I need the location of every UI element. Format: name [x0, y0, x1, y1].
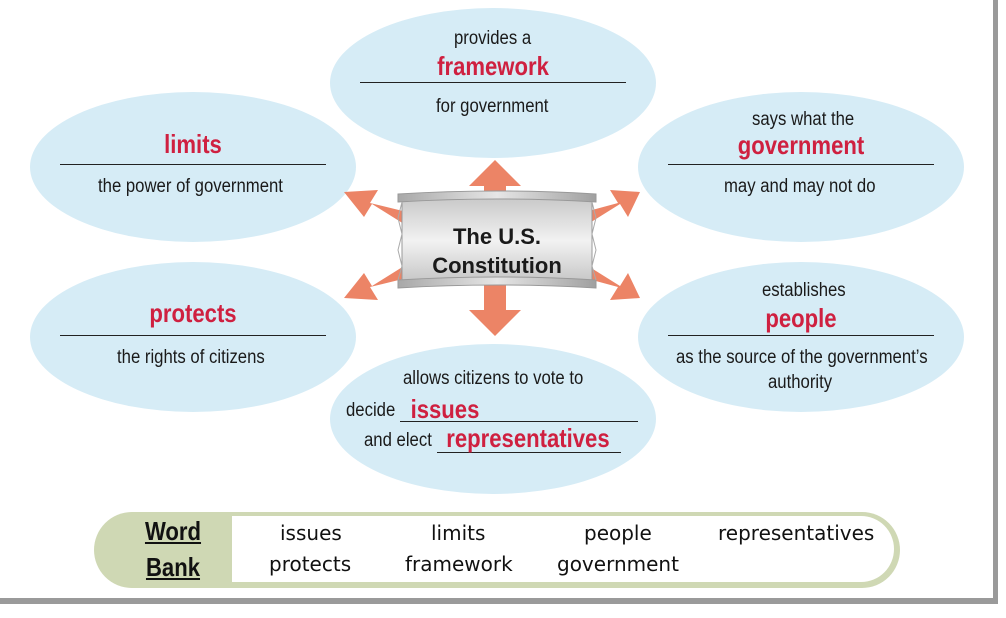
word-bank-title-line1: Word [144, 516, 202, 546]
word-framework: framework [405, 552, 513, 576]
top-before: provides a [454, 28, 532, 49]
right-top-after: may and may not do [724, 176, 876, 197]
arrow-down-right [581, 266, 640, 300]
right-bottom-after1: as the source of the government’s [676, 347, 928, 368]
constitution-scroll [397, 190, 597, 289]
top-blank [360, 82, 626, 83]
bubble-right-top [638, 92, 964, 242]
bubble-left-top [30, 92, 356, 242]
bottom-answer2: representatives [446, 423, 610, 453]
word-people: people [584, 521, 652, 545]
left-bottom-answer: protects [149, 298, 237, 328]
arrow-down-left [344, 266, 411, 300]
bottom-answer1: issues [410, 394, 480, 424]
word-bank-title: Word Bank [126, 513, 220, 585]
bubble-right-bottom [638, 262, 964, 412]
top-after: for government [436, 96, 549, 117]
bubble-bottom [330, 344, 656, 494]
word-issues: issues [280, 521, 342, 545]
right-top-before: says what the [752, 109, 855, 130]
arrow-up [469, 160, 521, 210]
left-bottom-blank [60, 335, 326, 336]
center-line1: The U.S. [452, 224, 541, 249]
bottom-prefix2: and elect [364, 430, 432, 451]
center-line2: Constitution [432, 253, 562, 278]
top-answer: framework [437, 51, 549, 81]
left-top-after: the power of government [98, 176, 283, 197]
left-bottom-after: the rights of citizens [117, 347, 265, 368]
bubble-left-bottom [30, 262, 356, 412]
right-bottom-before: establishes [762, 280, 846, 301]
arrow-down [469, 284, 521, 336]
bottom-prefix1: decide [346, 400, 396, 421]
bottom-line1: allows citizens to vote to [403, 368, 584, 389]
right-bottom-answer: people [765, 303, 837, 333]
left-top-answer: limits [164, 129, 222, 159]
right-top-blank [668, 164, 934, 165]
bottom-blank1 [400, 421, 638, 422]
word-government: government [557, 552, 679, 576]
arrow-up-left [344, 190, 411, 224]
word-bank-title-line2: Bank [145, 552, 201, 582]
right-bottom-blank [668, 335, 934, 336]
bottom-blank2 [437, 452, 621, 453]
left-top-blank [60, 164, 326, 165]
word-protects: protects [269, 552, 352, 576]
center-title: The U.S. Constitution [398, 222, 596, 280]
word-bank-list [232, 516, 894, 582]
right-bottom-after2: authority [768, 372, 833, 393]
word-representatives: representatives [718, 521, 875, 545]
right-top-answer: government [737, 130, 865, 160]
bubble-top [330, 8, 656, 158]
word-limits: limits [431, 521, 486, 545]
